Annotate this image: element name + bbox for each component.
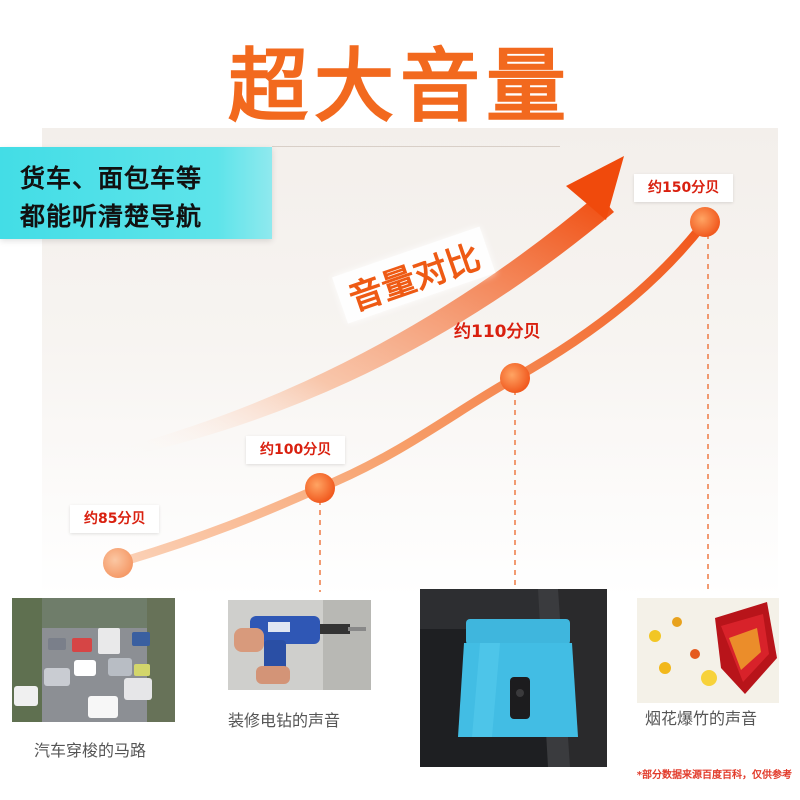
level-label-85: 约85分贝	[70, 505, 160, 533]
trend-up-arrow-icon	[566, 156, 624, 220]
level-dot-icon	[103, 548, 133, 578]
product-photo	[420, 589, 607, 767]
caption-fireworks: 烟花爆竹的声音	[645, 709, 758, 728]
page-title: 超大音量	[228, 39, 572, 133]
level-label-150: 约150分贝	[634, 174, 734, 202]
caption-traffic: 汽车穿梭的马路	[34, 741, 147, 760]
source-footnote: *部分数据来源百度百科，仅供参考	[636, 770, 792, 781]
level-dot-icon	[690, 207, 720, 237]
divider	[272, 146, 560, 147]
callout-line-1: 货车、面包车等	[20, 164, 203, 193]
level-label-100: 约100分贝	[246, 436, 346, 464]
volume-curve	[113, 217, 710, 568]
level-dot-icon	[305, 473, 335, 503]
drill-photo	[228, 600, 371, 690]
firecracker-photo	[637, 598, 779, 703]
level-label-110: 约110分贝	[454, 322, 541, 342]
traffic-road-photo	[12, 598, 175, 722]
callout-line-2: 都能听清楚导航	[20, 202, 203, 231]
callout-box: 货车、面包车等 都能听清楚导航	[0, 147, 272, 239]
level-dot-icon	[500, 363, 530, 393]
caption-drill: 装修电钻的声音	[228, 711, 341, 730]
